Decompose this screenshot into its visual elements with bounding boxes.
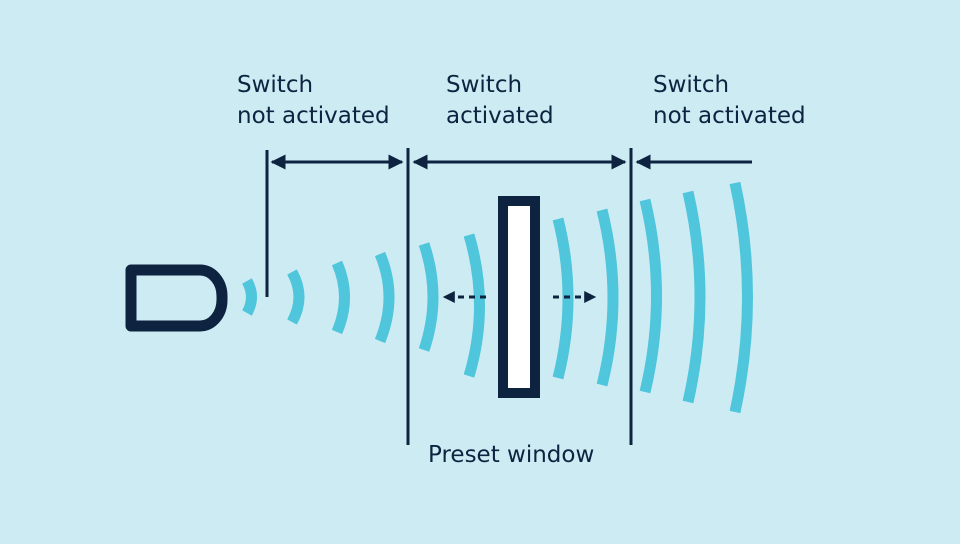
wave-arc bbox=[418, 242, 439, 352]
zone-label-right-line1: Switch bbox=[653, 72, 730, 98]
wave-arc bbox=[639, 198, 662, 394]
wave-arc bbox=[331, 260, 350, 335]
sensor-icon bbox=[125, 264, 228, 332]
zone-label-middle: Switch activated bbox=[446, 70, 554, 132]
target-plate-icon bbox=[498, 196, 540, 398]
zone-label-middle-line1: Switch bbox=[446, 72, 523, 98]
wave-arc bbox=[287, 269, 305, 325]
wave-arc bbox=[374, 251, 395, 344]
zone-label-right: Switch not activated bbox=[653, 70, 806, 132]
zone-label-middle-line2: activated bbox=[446, 103, 554, 129]
wave-arc bbox=[463, 233, 485, 378]
wave-arc bbox=[729, 181, 753, 414]
boundary-lines bbox=[265, 148, 633, 445]
zone-label-left-line1: Switch bbox=[237, 72, 314, 98]
wave-arc bbox=[596, 208, 619, 387]
wave-arc bbox=[242, 278, 257, 316]
zone-label-right-line2: not activated bbox=[653, 103, 806, 129]
preset-window-label: Preset window bbox=[428, 442, 595, 468]
wave-arc bbox=[682, 190, 706, 404]
zone-label-left: Switch not activated bbox=[237, 70, 390, 132]
zone-label-left-line2: not activated bbox=[237, 103, 390, 129]
sound-waves bbox=[242, 181, 753, 414]
